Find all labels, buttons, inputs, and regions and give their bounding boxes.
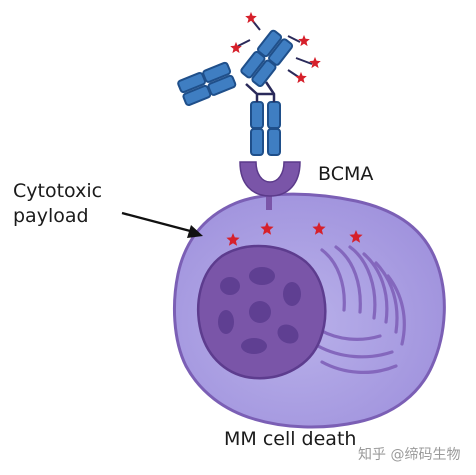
payload-star-icon [295,71,307,84]
watermark: 知乎 @缔码生物 [358,447,461,463]
payload-star-icon [309,56,321,69]
endoplasmic-reticulum [316,245,406,374]
hinge [245,81,276,102]
nucleus [197,244,327,380]
payload-star-icon [298,34,310,47]
fc-region [250,101,281,156]
fab-arm-right [240,29,294,88]
fab-arm-left [177,61,237,107]
bcma-receptor [239,161,301,210]
cytotoxic-payload-label: Cytotoxic payload [13,180,103,227]
mm-cell [172,192,446,429]
payload-star-icon [245,11,257,24]
payload-star-icon [230,41,242,54]
mm-cell-death-label: MM cell death [224,428,357,450]
payload-arrow [121,211,203,238]
antibody-drug-conjugate [177,11,321,156]
bcma-label: BCMA [318,163,374,185]
